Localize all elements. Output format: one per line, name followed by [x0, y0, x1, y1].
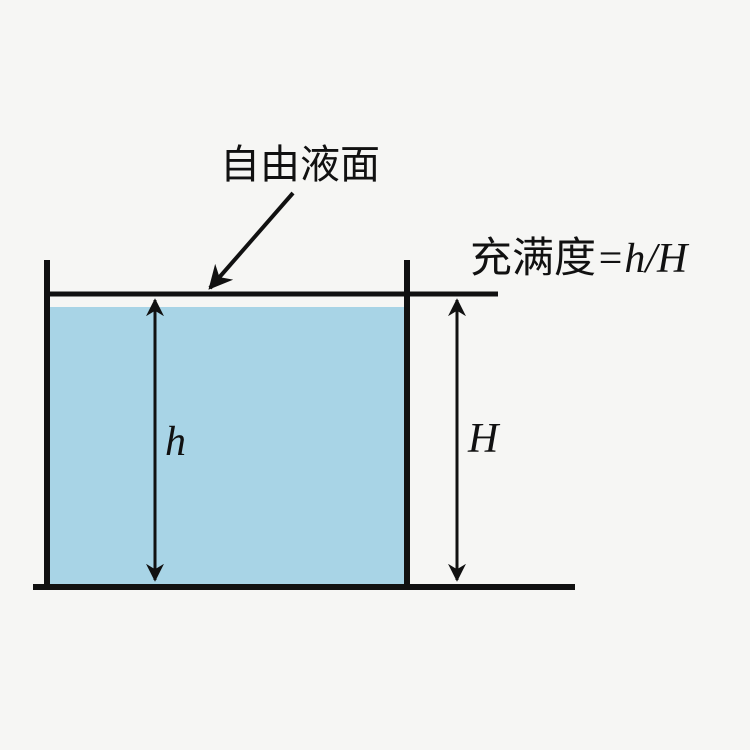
- free-surface-pointer-arrow: [208, 191, 295, 290]
- h-label: h: [165, 419, 186, 465]
- fill-ratio-label: 充满度=h/H: [470, 224, 687, 285]
- fill-ratio-text: 充满度: [470, 233, 597, 282]
- free-surface-label: 自由液面: [220, 142, 380, 188]
- liquid-body: [50, 307, 405, 584]
- fill-ratio-formula: =h/H: [596, 236, 688, 282]
- H-label: H: [468, 416, 499, 462]
